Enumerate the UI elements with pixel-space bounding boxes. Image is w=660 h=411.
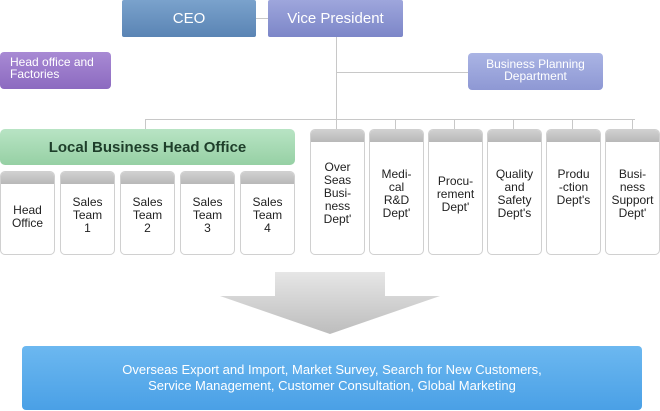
dept-label: Over Seas Busi- ness Dept' — [323, 160, 352, 226]
local-unit-label: Sales Team 3 — [192, 195, 223, 235]
unit-cap — [606, 130, 659, 142]
connector-drop-dept3 — [454, 119, 455, 129]
connector-drop-lbho — [145, 119, 146, 129]
connector-drop-dept1 — [336, 119, 337, 129]
unit-cap — [370, 130, 423, 142]
unit-cap — [547, 130, 600, 142]
connector-drop-dept5 — [572, 119, 573, 129]
connector-drop-dept6 — [632, 119, 633, 129]
dept-procurement: Procu- rement Dept' — [428, 129, 483, 255]
down-arrow-icon — [220, 272, 440, 334]
dept-production: Produ -ction Dept's — [546, 129, 601, 255]
local-unit-sales-team-1: Sales Team 1 — [60, 171, 115, 255]
connector-drop-dept4 — [513, 119, 514, 129]
vice-president-box: Vice President — [268, 0, 403, 37]
local-unit-label: Sales Team 1 — [72, 195, 103, 235]
connector-ceo-vp — [256, 18, 268, 19]
unit-cap — [181, 172, 234, 184]
unit-cap — [121, 172, 174, 184]
head-office-factories-label: Head office and Factories — [10, 55, 94, 81]
unit-cap — [1, 172, 54, 184]
vice-president-label: Vice President — [287, 10, 384, 27]
head-office-factories-box: Head office and Factories — [0, 52, 111, 89]
unit-cap — [61, 172, 114, 184]
ceo-box: CEO — [122, 0, 256, 37]
local-unit-label: Head Office — [11, 203, 44, 230]
dept-quality-safety: Quality and Safety Dept's — [487, 129, 542, 255]
dept-medical-rnd: Medi- cal R&D Dept' — [369, 129, 424, 255]
business-planning-label: Business Planning Department — [486, 57, 585, 83]
connector-bpd-branch — [337, 72, 468, 73]
dept-business-support: Busi- ness Support Dept' — [605, 129, 660, 255]
summary-line-2: Service Management, Customer Consultatio… — [148, 378, 516, 393]
local-unit-label: Sales Team 2 — [132, 195, 163, 235]
summary-banner: Overseas Export and Import, Market Surve… — [22, 346, 642, 410]
dept-label: Busi- ness Support Dept' — [611, 167, 654, 220]
local-unit-label: Sales Team 4 — [252, 195, 283, 235]
business-planning-box: Business Planning Department — [468, 53, 603, 90]
dept-label: Medi- cal R&D Dept' — [381, 167, 412, 220]
connector-drop-dept2 — [395, 119, 396, 129]
dept-overseas-business: Over Seas Busi- ness Dept' — [310, 129, 365, 255]
local-unit-sales-team-2: Sales Team 2 — [120, 171, 175, 255]
unit-cap — [429, 130, 482, 142]
dept-label: Procu- rement Dept' — [436, 174, 475, 214]
local-unit-sales-team-3: Sales Team 3 — [180, 171, 235, 255]
unit-cap — [488, 130, 541, 142]
local-business-head-office-label: Local Business Head Office — [48, 138, 247, 156]
summary-line-1: Overseas Export and Import, Market Surve… — [122, 362, 542, 377]
local-business-head-office-box: Local Business Head Office — [0, 129, 295, 165]
connector-horizontal-bus — [145, 119, 635, 120]
local-unit-head-office: Head Office — [0, 171, 55, 255]
local-unit-sales-team-4: Sales Team 4 — [240, 171, 295, 255]
dept-label: Produ -ction Dept's — [556, 167, 591, 207]
unit-cap — [241, 172, 294, 184]
unit-cap — [311, 130, 364, 142]
connector-vp-trunk — [336, 37, 337, 119]
ceo-label: CEO — [172, 10, 206, 27]
dept-label: Quality and Safety Dept's — [495, 167, 534, 220]
